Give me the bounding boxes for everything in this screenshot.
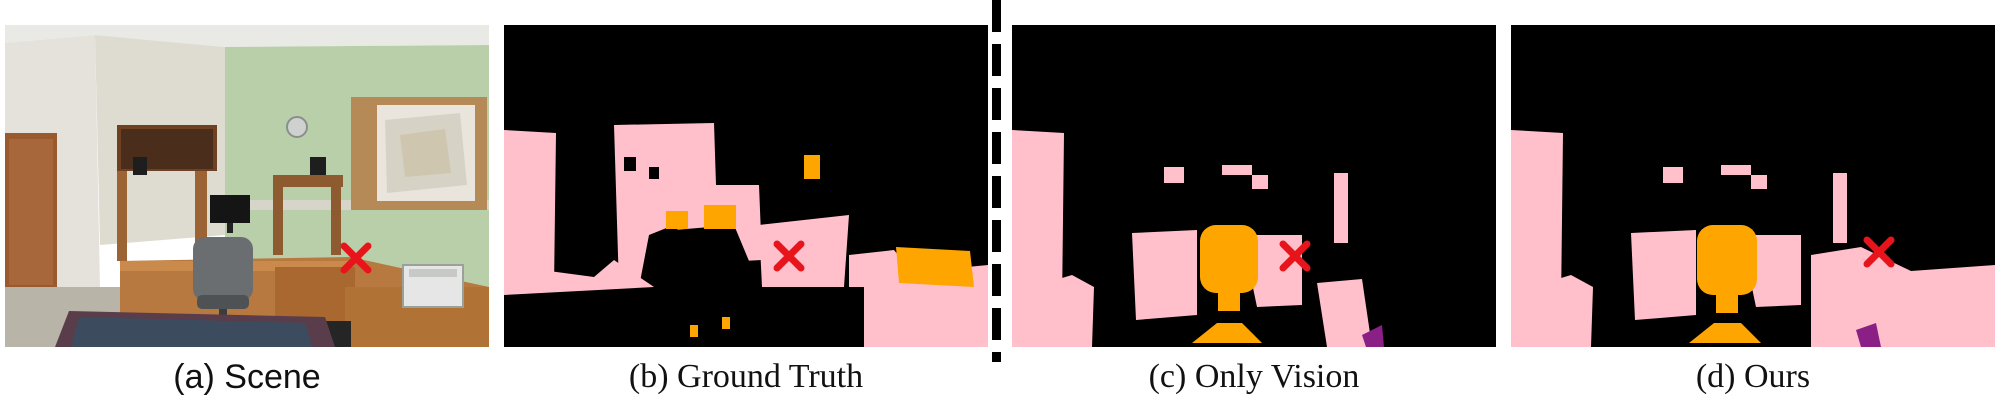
- scene-photo: [5, 25, 489, 347]
- ours-mask: [1511, 25, 1995, 347]
- caption-only-vision: (c) Only Vision: [1148, 358, 1360, 395]
- x-mark-icon: [1279, 240, 1311, 272]
- caption-scene: (a) Scene: [173, 358, 321, 396]
- x-mark-icon: [773, 240, 805, 272]
- x-mark-icon: [340, 242, 372, 274]
- dashed-divider: [992, 0, 1001, 362]
- caption-ours: (d) Ours: [1695, 358, 1811, 395]
- ground-truth-mask: [504, 25, 988, 347]
- only-vision-mask: [1012, 25, 1496, 347]
- x-mark-icon: [1863, 236, 1895, 268]
- caption-ground-truth: (b) Ground Truth: [628, 358, 864, 395]
